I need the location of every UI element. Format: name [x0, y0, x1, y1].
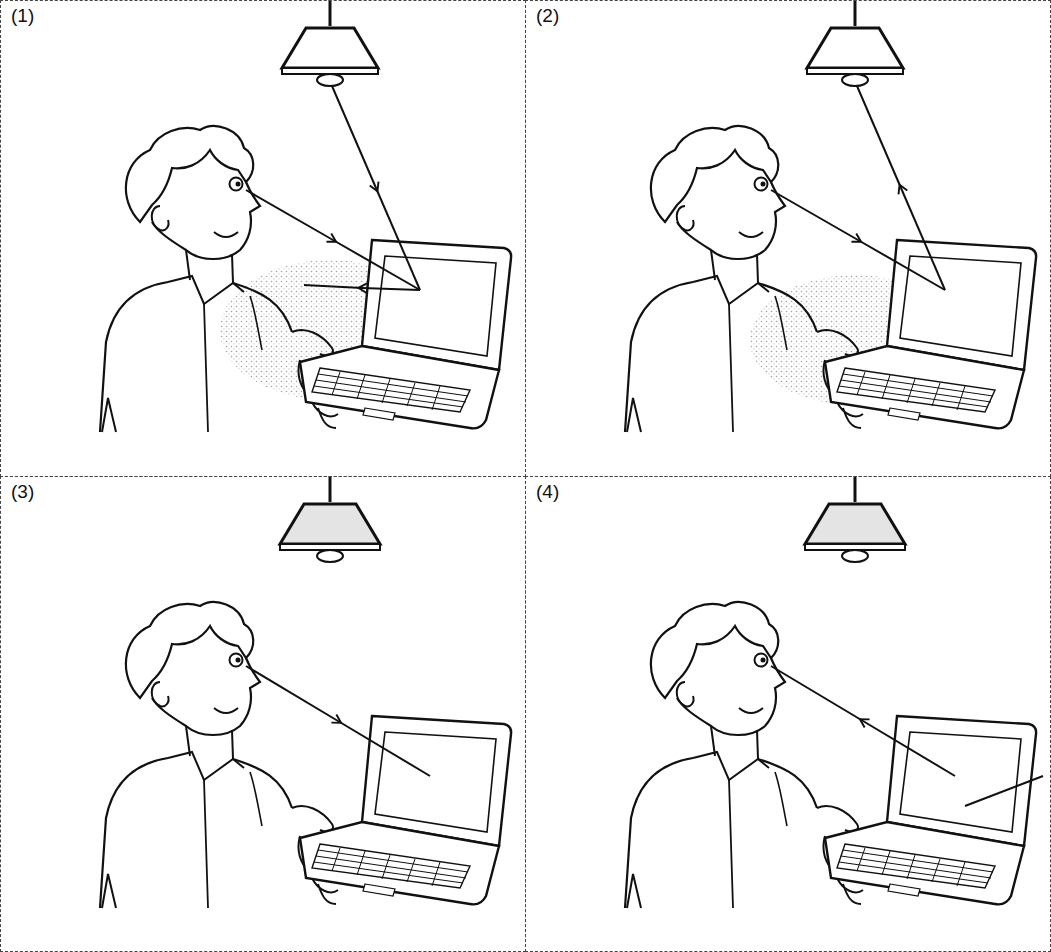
panel-frame: (4) — [525, 476, 1051, 952]
panel-frame: (2) — [525, 0, 1051, 477]
panel-number: (3) — [9, 481, 36, 503]
light-ray — [965, 776, 1043, 806]
scene-panel-4 — [625, 476, 1043, 908]
light-ray — [304, 285, 420, 290]
panel-number: (2) — [534, 5, 561, 27]
light-ray — [332, 86, 420, 290]
panel-number: (4) — [534, 481, 561, 503]
sight-line — [246, 190, 420, 290]
light-ray — [771, 666, 955, 776]
panel-frame: (1) — [0, 0, 526, 477]
scene-panel-3 — [100, 476, 511, 908]
scene-panel-1 — [100, 0, 511, 432]
scene-panel-2 — [625, 0, 1036, 432]
light-ray — [857, 86, 945, 290]
sight-line — [246, 666, 430, 776]
panel-number: (1) — [9, 5, 36, 27]
sight-line — [771, 190, 945, 290]
panel-frame: (3) — [0, 476, 526, 952]
